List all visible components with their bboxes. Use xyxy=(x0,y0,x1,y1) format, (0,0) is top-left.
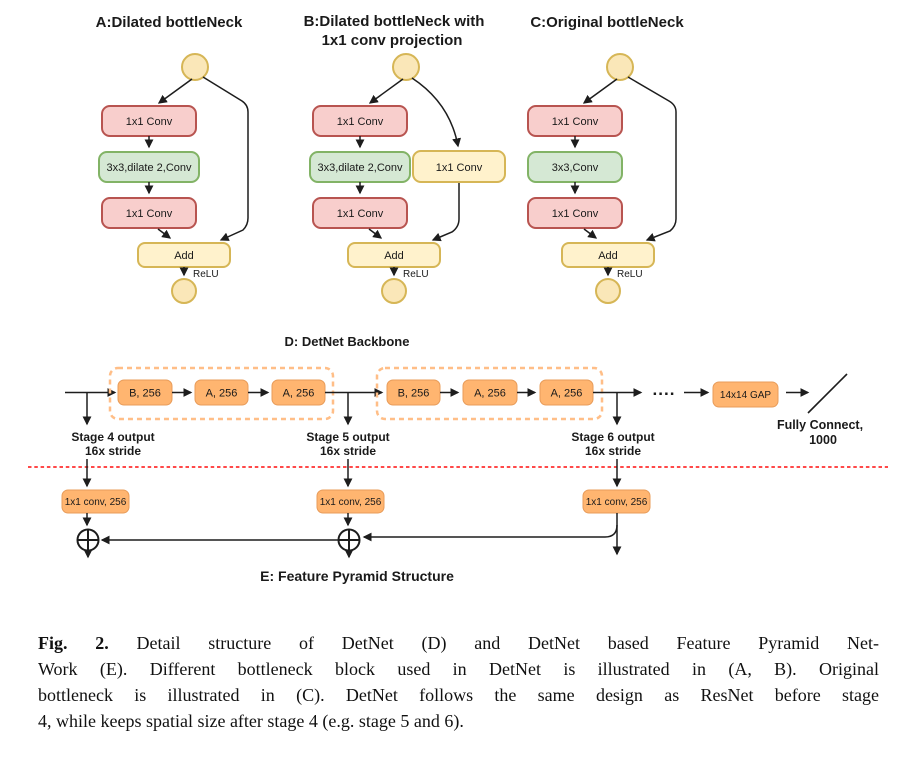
stage5-output-label: Stage 5 output xyxy=(306,430,389,444)
block-a256-label: A, 256 xyxy=(474,388,506,400)
ellipsis-dots: .... xyxy=(653,380,676,399)
caption-line-1: Fig. 2. Detail structure of DetNet (D) a… xyxy=(38,630,879,656)
stage4-stride-label: 16x stride xyxy=(85,444,141,458)
figure-caption: Fig. 2. Detail structure of DetNet (D) a… xyxy=(38,630,879,734)
skip-connection xyxy=(627,76,677,242)
dilated-conv-label: 3x3,dilate 2,Conv xyxy=(318,162,403,174)
panel-b-title-line1: B:Dilated bottleNeck with xyxy=(304,13,485,30)
stage5-block-group xyxy=(108,366,335,421)
edge-input-to-conv1 xyxy=(157,78,193,104)
stage6-output-label: Stage 6 output xyxy=(571,430,654,444)
conv3-label: 1x1 Conv xyxy=(126,208,173,220)
lateral-conv-label-3: 1x1 conv, 256 xyxy=(586,497,648,508)
conv3-label: 1x1 Conv xyxy=(552,208,599,220)
skip-connection xyxy=(202,76,249,241)
conv3-box xyxy=(101,197,197,229)
projection-conv-label: 1x1 Conv xyxy=(436,162,483,174)
fc-label-line2: 1000 xyxy=(809,433,837,447)
panel-d: D: DetNet Backbone B, 256 A, 256 A, 256 … xyxy=(65,334,863,458)
output-node-circle xyxy=(381,278,407,304)
block-a256-label: A, 256 xyxy=(206,388,238,400)
fc-slash-line xyxy=(807,373,848,414)
dilated-conv-label: 3x3,dilate 2,Conv xyxy=(107,162,192,174)
panel-a-title: A:Dilated bottleNeck xyxy=(96,14,243,31)
block-a256-label: A, 256 xyxy=(551,388,583,400)
stage6-block-group xyxy=(375,366,604,421)
gap-label: 14x14 GAP xyxy=(720,390,771,401)
input-node-circle xyxy=(606,53,634,81)
input-node-circle xyxy=(181,53,209,81)
panel-b: B:Dilated bottleNeck with 1x1 conv proje… xyxy=(304,13,506,304)
add-label: Add xyxy=(174,250,194,262)
panel-e: 1x1 conv, 256 1x1 conv, 256 1x1 conv, 25… xyxy=(61,459,651,584)
lateral-conv-label-2: 1x1 conv, 256 xyxy=(320,497,382,508)
edge-projection-to-add xyxy=(431,183,460,242)
block-b256-label: B, 256 xyxy=(129,388,161,400)
conv3x3-label: 3x3,Conv xyxy=(552,162,599,174)
output-node-circle xyxy=(171,278,197,304)
panel-c-title: C:Original bottleNeck xyxy=(530,14,684,31)
relu-label: ReLU xyxy=(403,269,429,280)
caption-line-2: Work (E). Different bottleneck block use… xyxy=(38,659,879,679)
relu-label: ReLU xyxy=(617,269,643,280)
conv1-label: 1x1 Conv xyxy=(126,116,173,128)
conv3-box xyxy=(312,197,408,229)
output-node-circle xyxy=(595,278,621,304)
caption-line-3: bottleneck is illustrated in (C). DetNet… xyxy=(38,685,879,705)
panel-b-title-line2: 1x1 conv projection xyxy=(322,32,463,49)
detnet-figure-svg: A:Dilated bottleNeck 1x1 Conv 3x3,dilate… xyxy=(28,13,888,584)
block-a256-label: A, 256 xyxy=(283,388,315,400)
panel-d-title: D: DetNet Backbone xyxy=(285,334,410,349)
edge-conv3-to-add xyxy=(157,228,172,239)
edge-conv3-to-add xyxy=(368,228,383,239)
edge-input-to-conv1 xyxy=(368,78,404,104)
block-b256-label: B, 256 xyxy=(398,388,430,400)
lateral-conv-label-1: 1x1 conv, 256 xyxy=(65,497,127,508)
fc-label-line1: Fully Connect, xyxy=(777,418,863,432)
add-label: Add xyxy=(598,250,618,262)
stage4-output-label: Stage 4 output xyxy=(71,430,154,444)
edge-input-to-conv1 xyxy=(582,78,618,104)
projection-conv-box xyxy=(412,150,506,183)
conv3-label: 1x1 Conv xyxy=(337,208,384,220)
lateral-conv-box-2 xyxy=(316,489,385,514)
topdown-edge-right-to-mid xyxy=(362,524,618,542)
conv1-label: 1x1 Conv xyxy=(337,116,384,128)
input-node-circle xyxy=(392,53,420,81)
relu-label: ReLU xyxy=(193,269,219,280)
panel-e-title: E: Feature Pyramid Structure xyxy=(260,568,454,584)
caption-line-4: 4, while keeps spatial size after stage … xyxy=(38,711,464,731)
panel-c: C:Original bottleNeck 1x1 Conv 3x3,Conv … xyxy=(527,14,684,304)
edge-conv3-to-add xyxy=(583,228,598,239)
caption-text-1: Detail structure of DetNet (D) and DetNe… xyxy=(136,633,879,653)
lateral-conv-box-1 xyxy=(61,489,130,514)
edge-input-to-projection xyxy=(411,77,462,148)
panel-a: A:Dilated bottleNeck 1x1 Conv 3x3,dilate… xyxy=(96,14,249,304)
add-label: Add xyxy=(384,250,404,262)
conv1-label: 1x1 Conv xyxy=(552,116,599,128)
figure-number-label: Fig. 2. xyxy=(38,633,109,653)
stage6-stride-label: 16x stride xyxy=(585,444,641,458)
conv3-box xyxy=(527,197,623,229)
stage5-stride-label: 16x stride xyxy=(320,444,376,458)
gap-box xyxy=(712,381,779,408)
